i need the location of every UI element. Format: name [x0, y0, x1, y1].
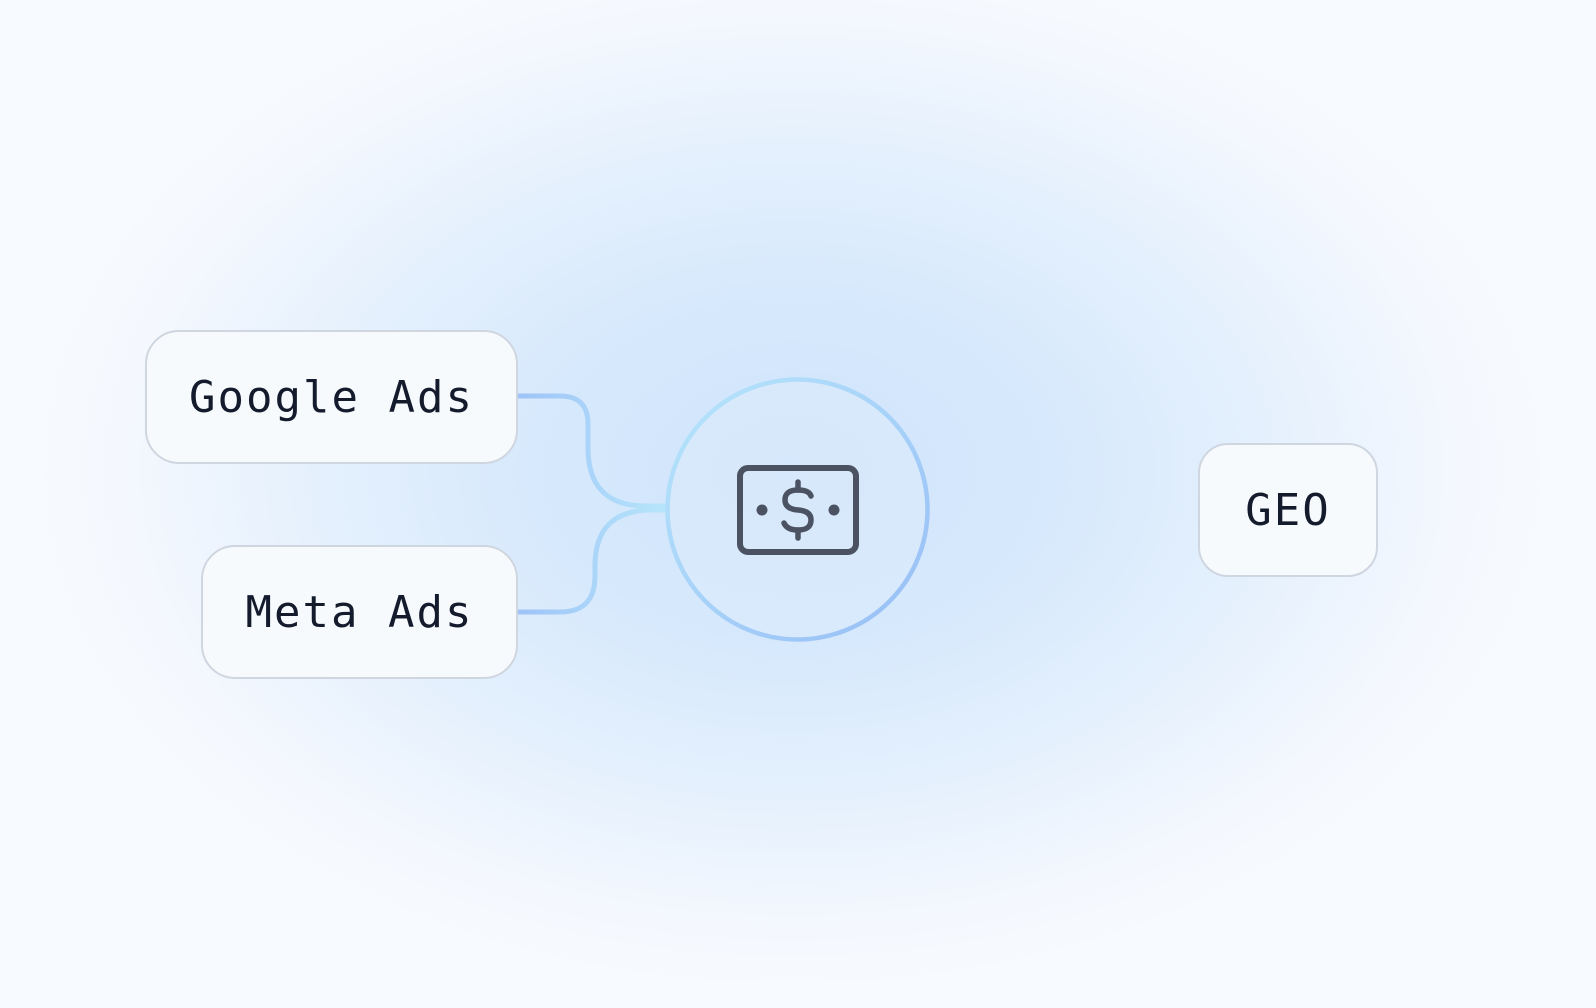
node-meta-ads: Meta Ads: [201, 545, 518, 679]
connector-google-ads: [515, 393, 669, 509]
node-geo: GEO: [1198, 443, 1378, 577]
hub-node: [665, 377, 930, 642]
money-icon: [736, 464, 859, 555]
node-google-ads-label: Google Ads: [189, 371, 474, 423]
node-google-ads: Google Ads: [145, 330, 518, 464]
node-meta-ads-label: Meta Ads: [245, 586, 474, 638]
connector-meta-ads: [515, 507, 669, 615]
node-geo-label: GEO: [1245, 484, 1331, 536]
